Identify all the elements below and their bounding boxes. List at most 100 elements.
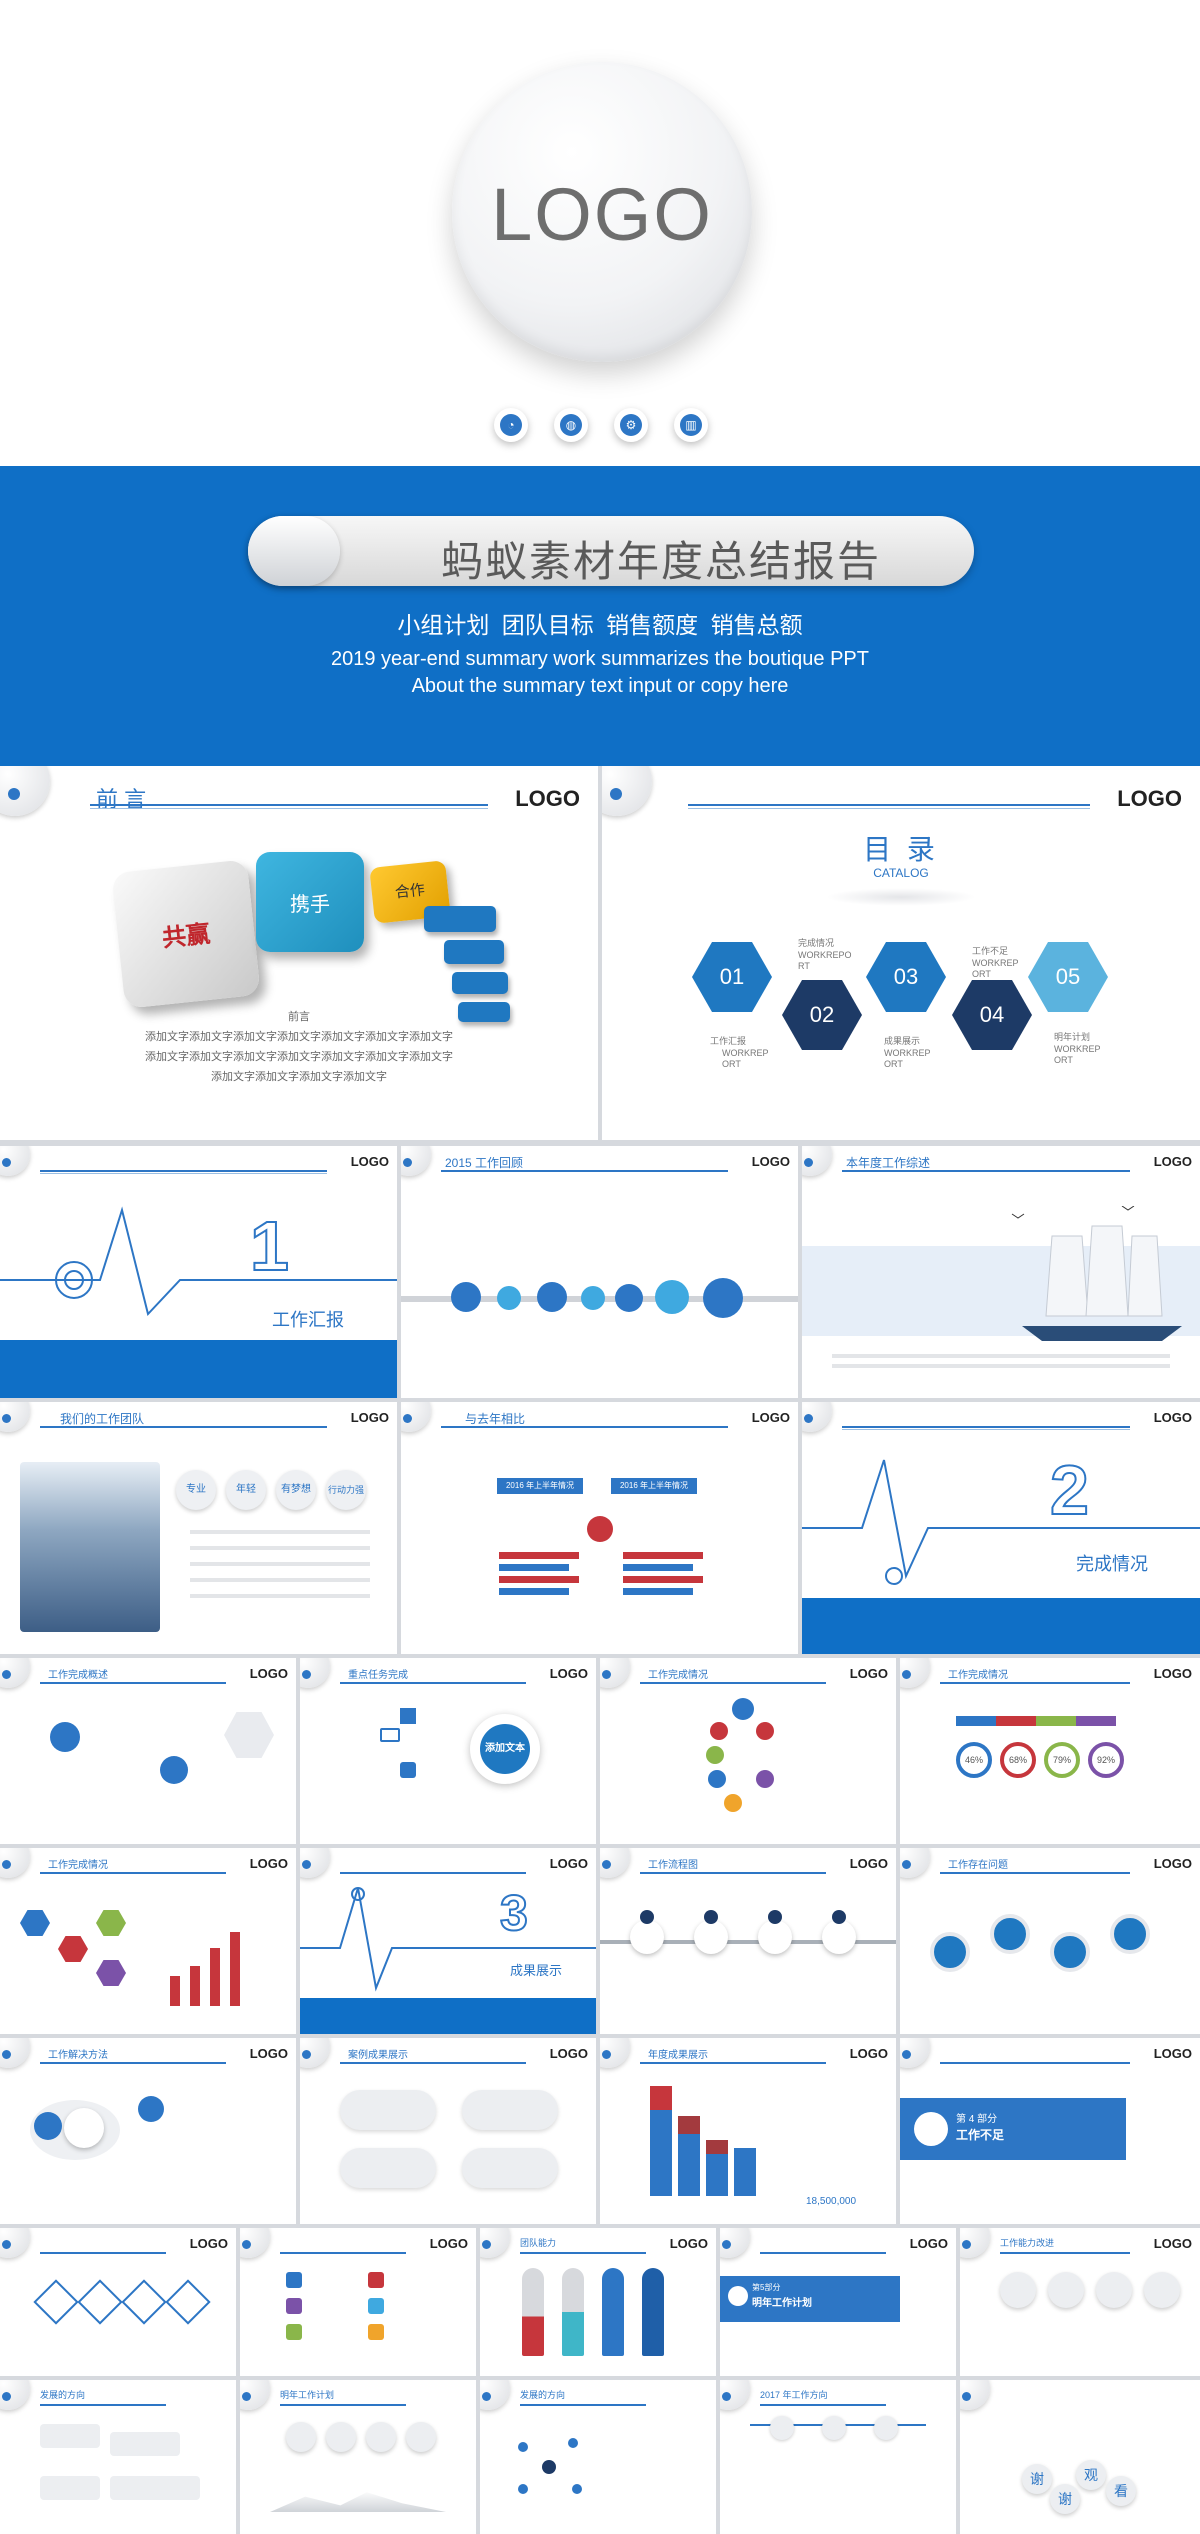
slide-next-year-plan[interactable]: 明年工作计划 — [240, 2380, 476, 2534]
slide-title: 2017 年工作方向 — [760, 2390, 828, 2400]
cover-icon-row: ◔ ◍ ⚙ ▥ — [494, 408, 724, 448]
corner-button — [0, 1146, 30, 1176]
slide-title: 发展的方向 — [520, 2390, 566, 2400]
slide-logo: LOGO — [549, 1666, 588, 1681]
catalog-subtitle: CATALOG — [873, 866, 929, 880]
slide-logo: LOGO — [849, 1666, 888, 1681]
logo-circle: LOGO — [452, 62, 752, 362]
network-node — [518, 2442, 528, 2452]
slide-work-overview[interactable]: 工作完成概述 LOGO — [0, 1658, 296, 1844]
catalog-en-05: WORKREP ORT — [1054, 1044, 1101, 1065]
cube-win-label: 共赢 — [160, 920, 212, 953]
title-underline — [842, 1426, 1130, 1428]
corner-button — [802, 1146, 832, 1176]
corner-button — [600, 2038, 630, 2068]
slide-section-3[interactable]: LOGO 3 成果展示 — [300, 1848, 596, 2034]
title-underline — [640, 1872, 826, 1874]
slide-title: 工作完成情况 — [948, 1670, 1008, 1681]
slide-work-status-b[interactable]: 工作完成情况 LOGO 46% 68% 79% 92% — [900, 1658, 1200, 1844]
grid-icon — [286, 2272, 302, 2288]
slide-case-results[interactable]: 案例成果展示 LOGO — [300, 2038, 596, 2224]
catalog-hex-01[interactable]: 01 — [692, 942, 772, 1012]
slide-logo: LOGO — [1117, 786, 1182, 811]
timeline-node — [615, 1284, 643, 1312]
slide-section-1[interactable]: LOGO 1 工作汇报 — [0, 1146, 397, 1398]
title-underline — [40, 1682, 226, 1684]
result-bar — [650, 2086, 672, 2196]
slide-team[interactable]: 我们的工作团队 LOGO 专业 年轻 有梦想 行动力强 — [0, 1402, 397, 1654]
slide-key-tasks[interactable]: 重点任务完成 LOGO 添加文本 — [300, 1658, 596, 1844]
slide-preface[interactable]: 前 言 LOGO 共赢 携手 合作 前言 添加文字添加文字添加文字添加文字添加文… — [0, 766, 598, 1140]
slide-part-4[interactable]: LOGO 第 4 部分 工作不足 — [900, 2038, 1200, 2224]
corner-button — [900, 1848, 930, 1878]
catalog-hex-03[interactable]: 03 — [866, 942, 946, 1012]
slide-part-5[interactable]: LOGO 第5部分 明年工作计划 — [720, 2228, 956, 2376]
slide-icon-grid[interactable]: LOGO — [240, 2228, 476, 2376]
slide-ability-improve[interactable]: 工作能力改进 LOGO — [960, 2228, 1200, 2376]
title-underline — [520, 2252, 646, 2254]
title-underline — [40, 2252, 166, 2254]
slide-annual-results[interactable]: 年度成果展示 LOGO 18,500,000 — [600, 2038, 896, 2224]
part-caption: 明年工作计划 — [752, 2298, 812, 2309]
title-underline — [40, 1170, 327, 1172]
subtitle-english-2: About the summary text input or copy her… — [411, 675, 789, 697]
slide-catalog[interactable]: LOGO 目 录 CATALOG 01 02 03 04 05 工作汇报 WOR… — [602, 766, 1200, 1140]
subtitle-chinese: 小组计划 团队目标 销售额度 销售总额 — [397, 612, 803, 638]
sailing-ship-image — [1011, 1206, 1182, 1341]
slide-work-status-a[interactable]: 工作完成情况 LOGO — [600, 1658, 896, 1844]
overview-node — [50, 1722, 80, 1752]
section-number: 3 — [499, 1884, 529, 1942]
catalog-hex-04[interactable]: 04 — [952, 980, 1032, 1050]
globe-icon — [708, 1770, 726, 1788]
case-card — [340, 2090, 436, 2130]
slide-work-chart[interactable]: 工作完成情况 LOGO — [0, 1848, 296, 2034]
workflow-bar — [600, 1940, 896, 1944]
ability-circle — [1096, 2272, 1132, 2308]
slide-annual-summary[interactable]: 本年度工作综述 LOGO — [802, 1146, 1200, 1398]
catalog-hex-02[interactable]: 02 — [782, 980, 862, 1050]
slide-review-2015[interactable]: 2015 工作回顾 LOGO — [401, 1146, 798, 1398]
slide-compare[interactable]: 与去年相比 LOGO 2016 年上半年情况 2016 年上半年情况 — [401, 1402, 798, 1654]
direction-circle — [822, 2416, 846, 2440]
title-underline — [280, 2252, 406, 2254]
slide-solutions[interactable]: 工作解决方法 LOGO — [0, 2038, 296, 2224]
catalog-en-04: WORKREP ORT — [972, 958, 1019, 979]
corner-button — [802, 1402, 832, 1432]
corner-button — [401, 1146, 431, 1176]
slide-2017-direction[interactable]: 2017 年工作方向 — [720, 2380, 956, 2534]
corner-button — [0, 2228, 30, 2258]
catalog-hex-05[interactable]: 05 — [1028, 942, 1108, 1012]
slide-thanks[interactable]: 谢 谢 观 看 — [960, 2380, 1200, 2534]
slide-logo: LOGO — [751, 1410, 790, 1425]
bar-chart-icon: ▥ — [674, 408, 708, 442]
slide-problems[interactable]: 工作存在问题 LOGO — [900, 1848, 1200, 2034]
timeline-node — [655, 1280, 689, 1314]
direction-card — [110, 2432, 180, 2456]
diamond — [165, 2279, 211, 2325]
slide-direction-b[interactable]: 发展的方向 — [480, 2380, 716, 2534]
title-underline — [280, 2404, 406, 2406]
slide-diamonds[interactable]: LOGO — [0, 2228, 236, 2376]
person-figure — [642, 2268, 664, 2356]
corner-button — [720, 2380, 750, 2410]
slide-direction-a[interactable]: 发展的方向 — [0, 2380, 236, 2534]
result-bar-cap — [650, 2086, 672, 2110]
title-pill: 蚂蚁素材年度总结报告 — [248, 516, 974, 586]
section-number: 2 — [1049, 1450, 1090, 1530]
heartbeat-line — [300, 1887, 596, 1992]
section-blue-bar — [300, 1998, 596, 2034]
preface-body-line-3: 添加文字添加文字添加文字添加文字 — [211, 1071, 387, 1083]
slide-logo: LOGO — [429, 2236, 468, 2251]
slide-logo: LOGO — [249, 1856, 288, 1871]
plan-circle — [366, 2422, 396, 2452]
slide-workflow[interactable]: 工作流程图 LOGO — [600, 1848, 896, 2034]
slide-team-ability[interactable]: 团队能力 LOGO — [480, 2228, 716, 2376]
title-knob — [248, 516, 340, 586]
slide-title: 前 言 — [96, 787, 147, 812]
section-caption: 工作汇报 — [272, 1310, 344, 1330]
main-title: 蚂蚁素材年度总结报告 — [440, 538, 881, 585]
section-number: 1 — [249, 1206, 290, 1286]
slide-section-2[interactable]: LOGO 2 完成情况 — [802, 1402, 1200, 1654]
slide-logo: LOGO — [189, 2236, 228, 2251]
person-figure — [522, 2268, 544, 2356]
